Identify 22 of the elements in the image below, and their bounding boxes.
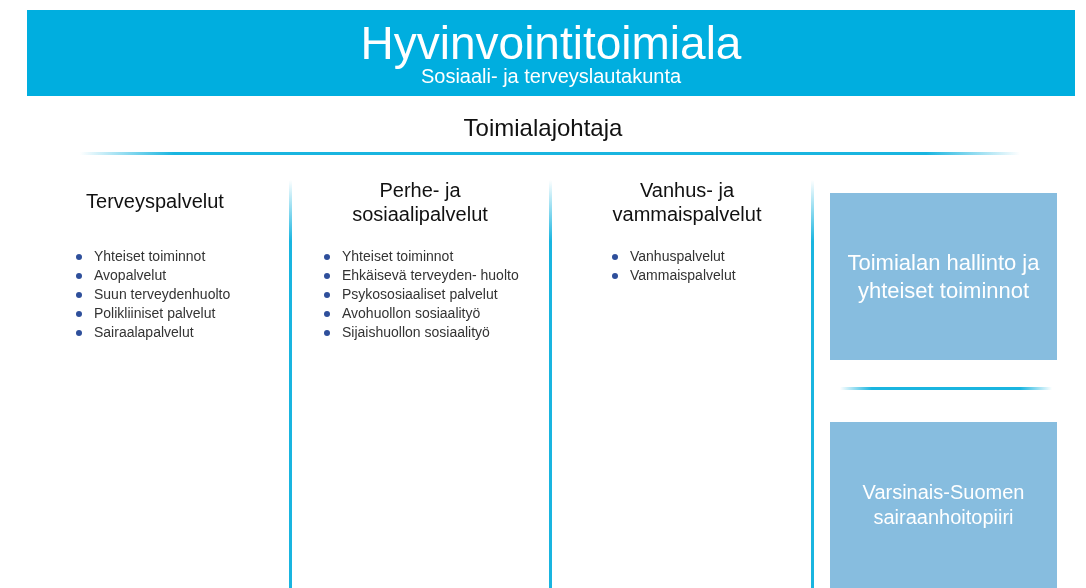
list-item: Yhteiset toiminnot [342, 247, 455, 266]
node-subtitle: Sosiaali- ja terveyslautakunta [420, 66, 682, 86]
list-item: Vammaispalvelut [630, 266, 737, 285]
list-item: Suun terveydenhuolto [94, 285, 232, 304]
list-item: Polikliiniset palvelut [94, 304, 217, 323]
list-item: Sijaishuollon sosiaalityö [342, 323, 491, 342]
list-item: Vanhuspalvelut [630, 247, 726, 266]
unit-box [830, 193, 1057, 360]
header-banner [27, 10, 1075, 96]
column-heading: Terveyspalvelut [85, 189, 225, 213]
node-title: Varsinais-Suomen sairaanhoitopiiri [861, 480, 1026, 530]
list-item: Avohuollon sosiaalityö [342, 304, 482, 323]
list-item: Ehkäisevä terveyden- huolto [342, 266, 520, 285]
unit-box [830, 422, 1057, 588]
list-item: Yhteiset toiminnot [94, 247, 207, 266]
list-item: Avopalvelut [94, 266, 168, 285]
list-item: Sairaalapalvelut [94, 323, 195, 342]
list-item: Psykososiaaliset palvelut [342, 285, 499, 304]
role-title: Toimialajohtaja [462, 114, 624, 142]
node-title: Toimialan hallinto ja yhteiset toiminnot [846, 248, 1041, 305]
column-heading: Perhe- ja sosiaalipalvelut [351, 178, 489, 226]
column-heading: Vanhus- ja vammaispalvelut [611, 178, 763, 226]
